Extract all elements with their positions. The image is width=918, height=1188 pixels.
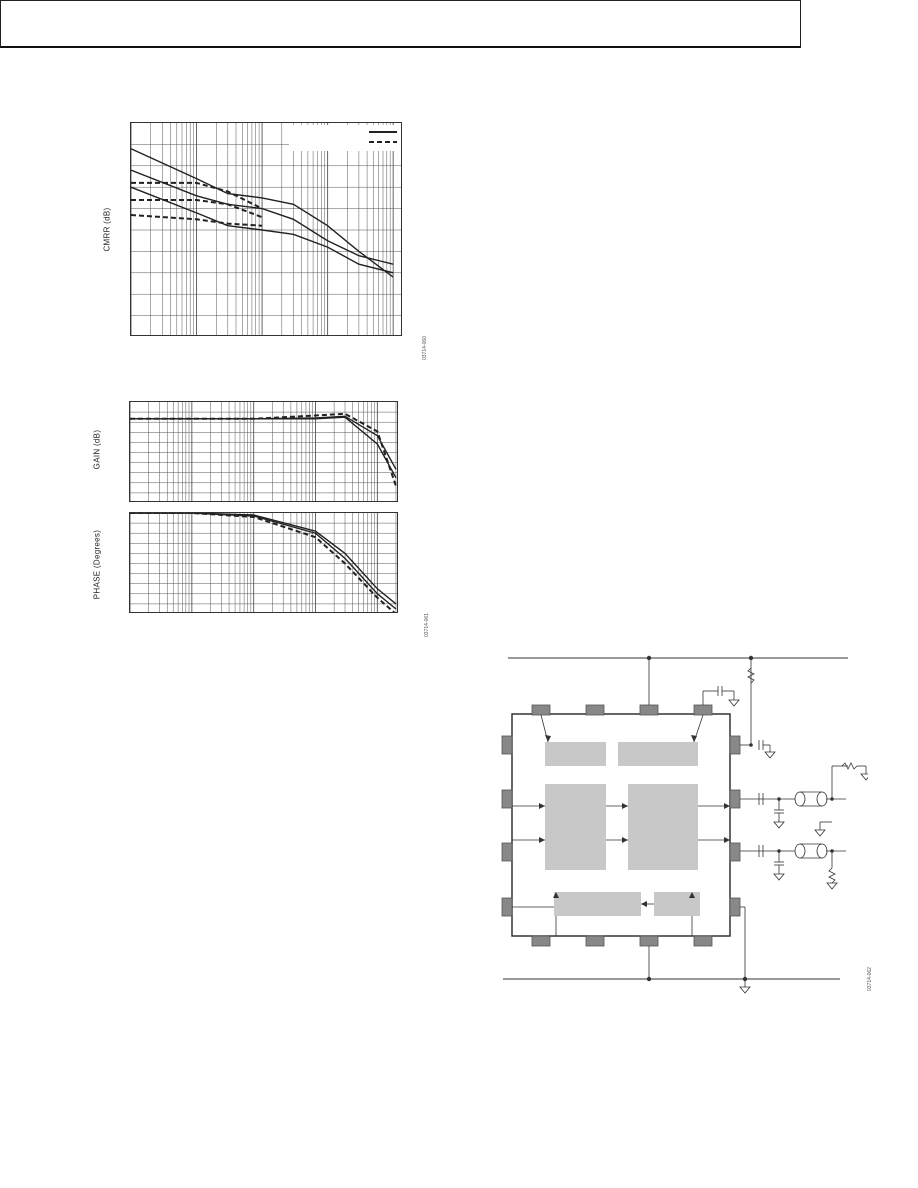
phase-y-axis-label: PHASE (Degrees) xyxy=(92,529,102,600)
cmrr-series-3-line xyxy=(131,148,394,278)
gain-series-2-line xyxy=(130,415,397,470)
phase-plot-area xyxy=(130,513,397,612)
gain-series-3-line xyxy=(130,412,397,487)
phase-series-1-line xyxy=(130,513,397,610)
cmrr-figure-id: 03714-060 xyxy=(422,336,428,360)
gain-chart xyxy=(129,401,398,502)
gain-series-1-line xyxy=(130,416,397,479)
block-diagram xyxy=(501,655,868,994)
cmrr-chart xyxy=(130,122,402,336)
gain-y-axis-label: GAIN (dB) xyxy=(92,429,102,470)
cmrr-series-2-line xyxy=(131,186,394,274)
cmrr-series-4-line xyxy=(131,181,263,210)
phase-series-2-line xyxy=(130,513,397,605)
phase-chart xyxy=(129,512,398,613)
block-diagram-figure-id: 03714-062 xyxy=(867,967,873,991)
cmrr-y-axis-label: CMRR (dB) xyxy=(102,207,112,252)
cmrr-series-6-line xyxy=(131,214,263,227)
gain-plot-area xyxy=(130,402,397,501)
cmrr-legend-box xyxy=(289,125,401,151)
page-header-box xyxy=(0,0,801,48)
gain-phase-figure-id: 03714-061 xyxy=(424,613,430,637)
cmrr-series-5-line xyxy=(131,199,263,219)
phase-series-3-line xyxy=(130,513,396,612)
cmrr-series-1-line xyxy=(131,169,394,265)
cmrr-plot-area xyxy=(131,123,401,335)
